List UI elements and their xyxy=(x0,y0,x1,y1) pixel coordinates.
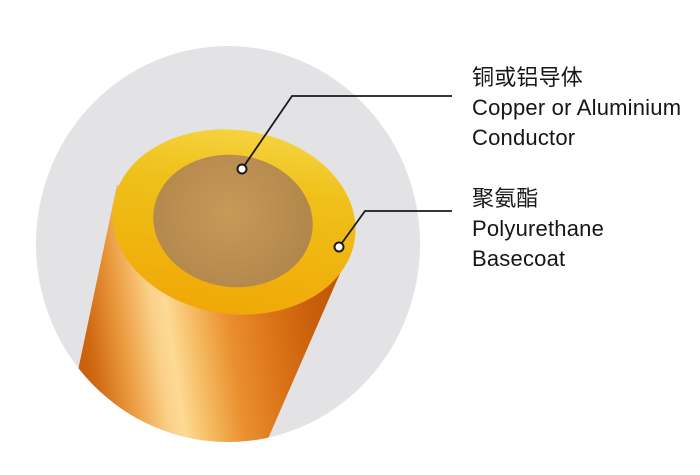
callout-basecoat-label-zh: 聚氨酯 xyxy=(472,186,539,211)
callout-basecoat-label-en-line1: Polyurethane xyxy=(472,216,605,241)
callout-conductor-label-en-line1: Copper or Aluminium xyxy=(472,95,682,120)
leader-line-conductor xyxy=(241,95,452,170)
callout-basecoat-label-en-line2: Basecoat xyxy=(472,246,566,271)
callout-conductor-label-en-line2: Conductor xyxy=(472,125,576,150)
leader-dot-basecoat xyxy=(333,241,345,253)
conductor-core xyxy=(153,154,313,288)
leader-line-basecoat xyxy=(338,210,452,248)
callout-conductor-label-zh: 铜或铝导体 xyxy=(472,65,584,90)
leader-dot-conductor xyxy=(236,163,248,175)
callout-conductor: 铜或铝导体 Copper or Aluminium Conductor xyxy=(472,63,692,153)
callout-basecoat: 聚氨酯 Polyurethane Basecoat xyxy=(472,184,692,274)
